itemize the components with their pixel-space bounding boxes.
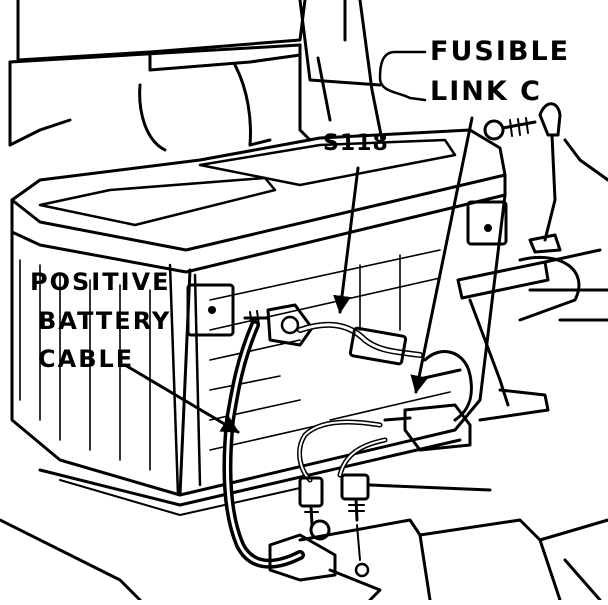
positive-battery-cable — [222, 303, 337, 582]
fusible-link-arrow — [410, 116, 474, 394]
fusible-link-leader — [378, 50, 427, 102]
hold-down-clamp — [456, 138, 608, 422]
positive-cable-label-line1: POSITIVE — [30, 268, 171, 296]
front-terminal-block — [186, 283, 235, 337]
hood-structure — [8, 0, 384, 152]
positive-cable-label-line2: BATTERY — [38, 307, 172, 335]
battery — [10, 128, 508, 516]
battery-tray — [0, 518, 608, 602]
positive-cable-arrow — [123, 363, 240, 434]
leader-arrows — [123, 50, 474, 434]
s118-arrow — [333, 166, 360, 314]
battery-front-face — [10, 230, 192, 497]
battery-top — [10, 128, 507, 252]
positive-cable-label-line3: CABLE — [38, 345, 135, 373]
ground-bolt — [483, 102, 562, 254]
fusible-link-label-line2: LINK C — [430, 76, 542, 107]
wire-harness — [297, 321, 492, 578]
fusible-link-label-line1: FUSIBLE — [430, 36, 571, 67]
fusible-link-c — [403, 403, 472, 452]
side-terminal-block — [466, 200, 508, 246]
battery-cell-left — [38, 176, 277, 227]
splice-s118-connector — [348, 326, 408, 366]
splice-label: S118 — [323, 131, 389, 156]
battery-cell-right — [198, 138, 457, 187]
positive-terminal-clamp — [266, 303, 314, 347]
